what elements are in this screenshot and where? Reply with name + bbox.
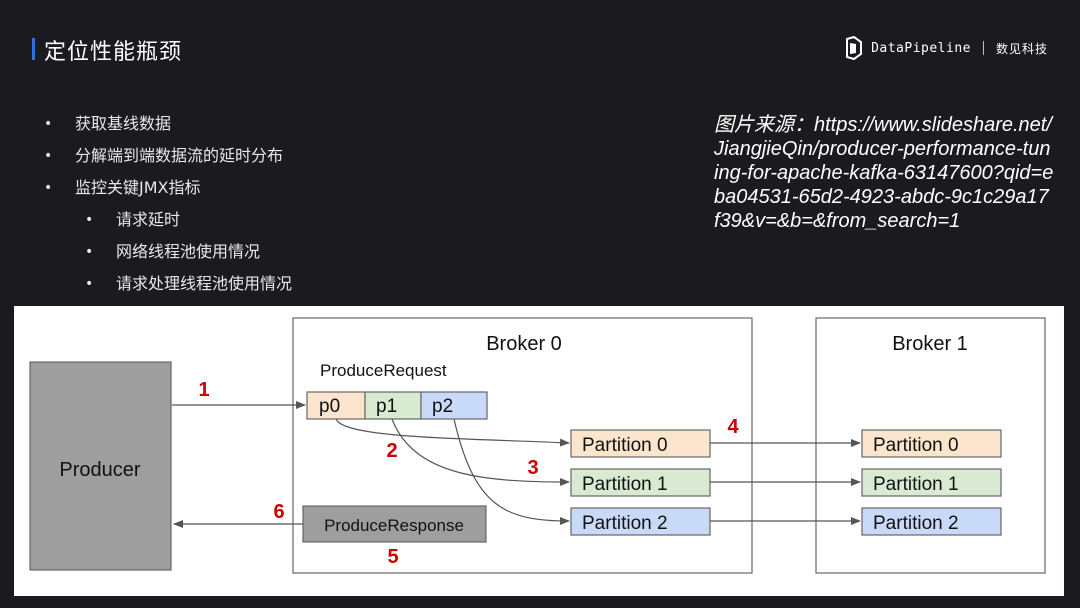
producer-box [29,361,172,571]
arrow-p1-to-partition1 [391,418,570,486]
broker1-partition1-label: Partition 1 [873,474,959,495]
broker0-partition0 [570,429,711,458]
produce-response-label: ProduceResponse [324,516,464,535]
brand-name: DataPipeline [871,40,971,56]
page-title: 定位性能瓶颈 [44,40,183,65]
p1-cell [364,391,422,420]
sub-bullet-text: 请求延时 [116,210,181,229]
broker1-partition2-label: Partition 2 [873,513,959,534]
bullet-dot: • [85,212,94,228]
step-label-3: 3 [527,457,538,479]
step-label-6: 6 [273,501,284,523]
diagram-canvas: Producer Broker 0 Broker 1 ProduceReques… [29,317,1046,574]
brand-divider [982,41,984,55]
brand-chinese-name: 数见科技 [995,41,1048,56]
broker0-partition0-label: Partition 0 [582,435,668,456]
bullet-text: 分解端到端数据流的延时分布 [75,146,284,165]
step-label-4: 4 [727,416,739,438]
image-source-text: 图片来源：https://www.slideshare.net/Jiangjie… [714,114,1054,232]
broker1-partition0-label: Partition 0 [873,435,959,456]
bullet-dot: • [44,180,53,196]
step-label-2: 2 [386,440,397,462]
p0-cell [306,391,366,420]
broker0-partition1-label: Partition 1 [582,474,668,495]
producer-label: Producer [59,459,140,481]
broker1-label: Broker 1 [892,333,968,355]
broker0-partition1 [570,468,711,497]
broker1-partition2 [861,507,1002,536]
broker1-partition0 [861,429,1002,458]
bullet-text: 获取基线数据 [75,114,172,133]
sub-bullet-text: 网络线程池使用情况 [116,242,261,261]
broker0-label: Broker 0 [486,333,562,355]
bullet-dot: • [44,116,53,132]
bullet-dot: • [85,244,94,260]
title-accent-bar [32,38,35,60]
datapipeline-logo-icon [846,36,863,60]
p2-cell [420,391,488,420]
brand-logo: DataPipeline 数见科技 [845,36,1048,60]
kafka-produce-diagram: Producer Broker 0 Broker 1 ProduceReques… [14,306,1064,596]
bullet-dot: • [44,148,53,164]
p0-label: p0 [319,396,340,417]
broker1-partition1 [861,468,1002,497]
arrow-p2-to-partition2 [453,418,570,525]
step-label-5: 5 [387,546,398,568]
sub-bullet-text: 请求处理线程池使用情况 [116,274,293,293]
produce-request-label: ProduceRequest [320,361,447,380]
p2-label: p2 [432,396,453,417]
produce-response-box [302,505,487,543]
broker0-partition2-label: Partition 2 [582,513,668,534]
bullet-text: 监控关键JMX指标 [75,178,201,197]
step-label-1: 1 [198,379,209,401]
p1-label: p1 [376,396,397,417]
bullet-dot: • [85,276,94,292]
arrow-p0-to-partition0 [335,418,570,447]
